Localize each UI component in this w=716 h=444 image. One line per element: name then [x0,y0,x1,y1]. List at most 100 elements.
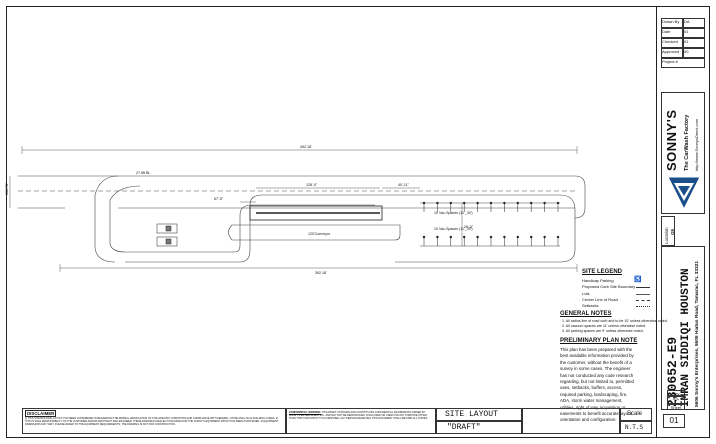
scale-value-box: N.T.S [620,421,652,434]
sheet-label: Sheet [667,404,685,410]
vacuum-post-icon [489,201,493,205]
location-box: Location G9 [661,216,675,246]
conveyor-label: 120'Conveyor [308,232,331,236]
project-name: IMRAN SIDDIQI HOUSTON [680,268,692,407]
vacuum-post-icon [476,235,479,239]
vacuum-post-icon [476,201,479,205]
vacuum-post-icon [489,235,493,239]
dim-row-gap-text: 26'-0" [464,225,474,229]
lane-inner [125,204,375,253]
vacuum-post-icon [516,201,520,205]
paybooth-icon [165,225,172,232]
confidential-box: CONFIDENTIAL WARNING: THIS DRAFT CONTAIN… [286,408,436,434]
drawing-sheet [6,6,710,438]
lane-outer [125,194,380,263]
vacuum-post-icon [529,201,533,205]
vacuum-post-icon [422,235,426,239]
legend-swatch-lots [636,293,650,295]
legend-swatch-curb [636,287,650,289]
scale-value: N.T.S [625,424,644,431]
vac-stalls-top [422,201,560,212]
exit-curb [574,175,586,219]
left-drive-inner [109,185,141,253]
brand-website: http://www.SonnysDirect.com [694,118,699,171]
notes-title: GENERAL NOTES [560,311,612,317]
tunnel-building [249,205,383,221]
vacuum-post-icon [516,235,520,239]
vacuum-post-icon [449,201,453,205]
paybooth-icon [165,238,172,245]
vacuum-post-icon [543,235,546,239]
draft-label: "DRAFT" [447,423,481,432]
vac-top-label: 10 Vac-Spaces (11'_30') [434,211,473,215]
sheet-title: SITE LAYOUT [445,410,498,419]
vacuum-post-icon [462,201,466,205]
rev-value: -0- [667,396,685,404]
dim-left-setback-text: 67'-5" [214,197,224,201]
brand-name: SONNY'S [664,109,679,172]
sheet-title-box: SITE LAYOUT [436,408,522,421]
rev-label: Rev [667,390,685,396]
confidential-text: CONFIDENTIAL WARNING: THIS DRAFT CONTAIN… [289,411,428,421]
entry-label-text: 27.5ft BL [136,171,150,175]
vac-bottom-label: 10 Vac-Spaces (11'_30') [434,227,473,231]
legend-list: Handicap Parking Proposed Curb Site Boun… [582,278,652,309]
dim-right-setback-text: 40'-11" [398,183,410,187]
vacuum-post-icon [543,201,546,205]
location-value: G9 [670,229,675,235]
rev-field-label: Date [661,28,683,38]
rev-field-value: 00 [683,48,705,58]
brand-tagline: The CarWash Factory [684,114,690,171]
legend-item: Setbacks [582,303,652,309]
note-item: 1. All radius line of road curb and to b… [562,319,668,323]
legend-item: Proposed Curb Site Boundary [582,284,652,290]
legend-title: SITE LEGEND [582,269,623,275]
brand-logo [667,176,701,211]
vacuum-post-icon [436,201,439,205]
legend-item: Lots [582,291,652,297]
rev-field-label: Checked [661,38,683,48]
brand-box: SONNY'S The CarWash Factory http://www.S… [661,92,705,214]
vacuum-post-icon [556,201,560,205]
rev-field-label: Approved [661,48,683,58]
project-box: 230652-E9 IMRAN SIDDIQI HOUSTON 5606 Son… [661,246,705,410]
handicap-icon: ♿ [634,277,642,283]
rev-field-label: Project # [661,58,705,68]
dim-left-text: 130.78' [5,183,9,195]
revision-table: Drawn By DA Date 01 Checked 01 Approved … [661,18,705,68]
preliminary-title: PRELIMINARY PLAN NOTE [560,338,638,344]
vac-stalls-bottom [422,235,560,246]
rev-field-value: DA [683,18,705,28]
legend-swatch-setbacks [636,306,650,308]
rev-field-label: Drawn By [661,18,683,28]
left-drive-outer [94,175,119,263]
disclaimer-box: DISCLAIMER 1) THIS SITE BUILDING LAYOUT … [22,408,286,434]
legend-item: Handicap Parking [582,278,614,283]
project-address: 5606 Sonny's Enterprises, 5605 Hiatus Ro… [695,260,700,407]
vacuum-post-icon [462,235,466,239]
note-item: 2. All vacuum spaces are 11' unless othe… [562,324,647,328]
scale-label-box: Scale [620,408,652,421]
draft-box: "DRAFT" [436,421,522,434]
disclaimer-text: 1) THIS SITE BUILDING LAYOUT HAS BEEN CO… [25,417,279,426]
note-item: 3. All parking spaces are 9' unless othe… [562,329,644,333]
legend-item: Center Line of Road [582,297,652,303]
dim-top-text: 492.18' [300,145,312,149]
vacuum-post-icon [503,201,506,205]
vacuum-post-icon [449,235,453,239]
conveyor-island [228,224,401,241]
title-block: Drawn By DA Date 01 Checked 01 Approved … [656,6,710,438]
vacuum-post-icon [556,235,560,239]
vacuum-post-icon [503,235,506,239]
disclaimer-title: DISCLAIMER [25,410,57,417]
preliminary-body: This plan has been prepared with the bes… [560,347,634,423]
vacuum-post-icon [422,201,426,205]
confidential-title: CONFIDENTIAL WARNING: [289,411,322,414]
vacuum-post-icon [529,235,533,239]
sheet-number: 01 [663,414,685,428]
rev-field-value: 01 [683,28,705,38]
vacuum-area-boundary [380,194,576,263]
scale-label: Scale [627,411,643,417]
notes-list: 1. All radius line of road curb and to b… [562,319,668,334]
